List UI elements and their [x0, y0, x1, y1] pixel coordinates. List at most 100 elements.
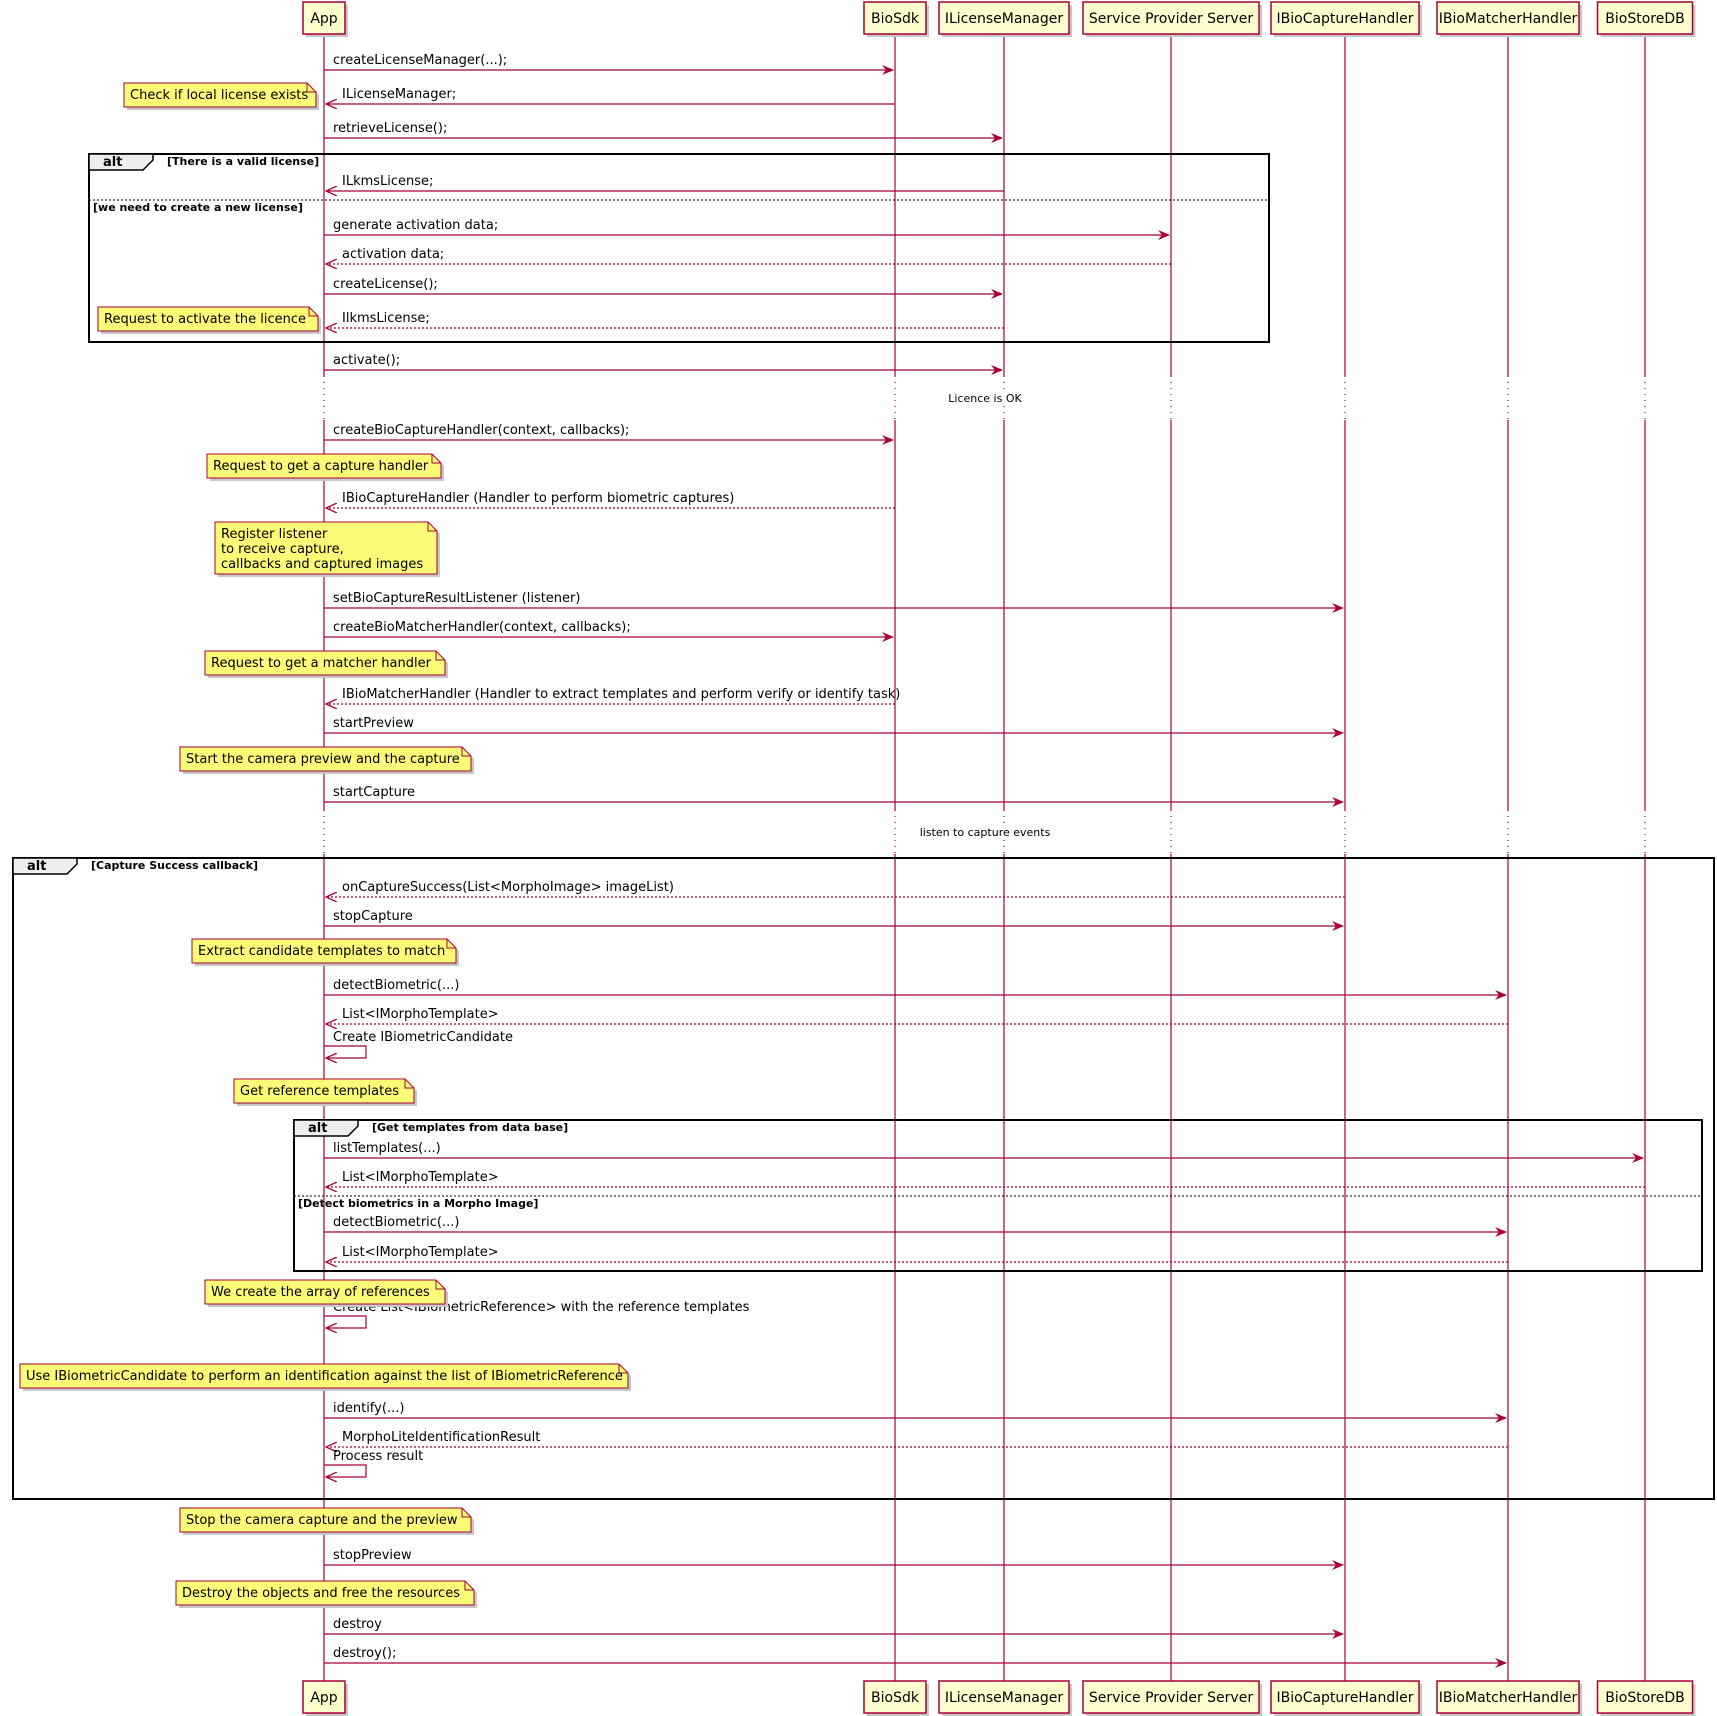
alt-frame-guard: [Capture Success callback] [91, 859, 258, 872]
message-label: Create IBiometricCandidate [333, 1030, 513, 1045]
participant-label: ILicenseManager [945, 11, 1064, 27]
message-label: IlkmsLicense; [342, 311, 430, 326]
message: detectBiometric(...) [324, 978, 1507, 1000]
alt-frame-keyword: alt [308, 1121, 327, 1136]
participant-box [1270, 1680, 1420, 1714]
message-arrow [324, 1464, 367, 1477]
alt-frame: alt[Get templates from data base][Detect… [293, 1119, 1703, 1272]
participant-cap-bottom: IBioCaptureHandler [1270, 1680, 1422, 1716]
message: List<IMorphoTemplate> [326, 1007, 1508, 1024]
message-label: stopCapture [333, 909, 413, 924]
message-label: identify(...) [333, 1401, 404, 1416]
note-text: Request to get a matcher handler [211, 656, 432, 671]
participant-label: ILicenseManager [945, 1690, 1064, 1706]
message: stopPreview [324, 1548, 1344, 1570]
message: activate(); [324, 353, 1003, 375]
note-body [233, 1078, 415, 1104]
message-label: List<IMorphoTemplate> [342, 1245, 499, 1260]
note-text: We create the array of references [211, 1285, 430, 1300]
message-label: ILkmsLicense; [342, 174, 433, 189]
message-label: detectBiometric(...) [333, 978, 459, 993]
participant-box [302, 1680, 346, 1714]
message-label: ILicenseManager; [342, 87, 456, 102]
message-label: createLicense(); [333, 277, 438, 292]
participant-label: App [310, 11, 337, 27]
note-fold [618, 1364, 628, 1374]
participant-lic-bottom: ILicenseManager [938, 1680, 1072, 1716]
participant-box [938, 1, 1070, 35]
alt-frame-guard: [Detect biometrics in a Morpho Image] [298, 1197, 538, 1210]
message: createBioCaptureHandler(context, callbac… [324, 423, 894, 445]
delay-marker: Licence is OK [0, 376, 1717, 420]
message: generate activation data; [324, 218, 1170, 240]
message-label: activation data; [342, 247, 444, 262]
participant-cap-top: IBioCaptureHandler [1270, 1, 1422, 37]
note-body [175, 1580, 475, 1606]
participant-label: IBioCaptureHandler [1277, 11, 1414, 27]
message-label: List<IMorphoTemplate> [342, 1170, 499, 1185]
alt-frame: alt [Capture Success callback] [12, 857, 1715, 1500]
message-label: stopPreview [333, 1548, 412, 1563]
participant-app-top: App [302, 1, 348, 37]
participant-box [1436, 1, 1580, 35]
alt-frame-tab [12, 857, 78, 875]
message-label: createBioCaptureHandler(context, callbac… [333, 423, 629, 438]
alt-frame-border [88, 153, 1270, 343]
note-text: to receive capture, [221, 542, 344, 557]
participant-biosdk-bottom: BioSdk [863, 1680, 929, 1716]
note-text: Use IBiometricCandidate to perform an id… [26, 1369, 623, 1384]
message: ILkmsLicense; [326, 174, 1004, 191]
message: createLicenseManager(...); [324, 53, 894, 75]
participant-box [1596, 1, 1694, 35]
note-body [206, 453, 442, 479]
note: Destroy the objects and free the resourc… [175, 1580, 477, 1608]
participant-label: BioStoreDB [1605, 1690, 1684, 1706]
participant-box [1596, 1680, 1694, 1714]
message-label: IBioCaptureHandler (Handler to perform b… [342, 491, 734, 506]
note-fold [435, 651, 445, 661]
note-fold [461, 747, 471, 757]
note: Check if local license exists [123, 82, 319, 110]
participant-label: Service Provider Server [1089, 1690, 1253, 1706]
message: List<IMorphoTemplate> [326, 1245, 1508, 1262]
note-text: Destroy the objects and free the resourc… [182, 1586, 460, 1601]
note-text: Start the camera preview and the capture [186, 752, 460, 767]
message-label: setBioCaptureResultListener (listener) [333, 591, 580, 606]
participant-label: Service Provider Server [1089, 11, 1253, 27]
message-label: startPreview [333, 716, 414, 731]
note-body [19, 1363, 629, 1389]
note: We create the array of references [204, 1279, 448, 1307]
participant-label: BioStoreDB [1605, 11, 1684, 27]
participant-box [1082, 1680, 1260, 1714]
alt-frame-tab [293, 1119, 359, 1137]
message-label: generate activation data; [333, 218, 498, 233]
message: IBioCaptureHandler (Handler to perform b… [326, 491, 895, 508]
participant-box [1270, 1, 1420, 35]
note-fold [431, 454, 441, 464]
note-text: callbacks and captured images [221, 557, 423, 572]
message: detectBiometric(...) [324, 1215, 1507, 1237]
message-arrow [324, 1045, 367, 1058]
participant-label: BioSdk [871, 11, 920, 27]
note-text: Extract candidate templates to match [198, 944, 445, 959]
message: onCaptureSuccess(List<MorphoImage> image… [326, 880, 1345, 897]
message: createLicense(); [324, 277, 1003, 299]
message: startCapture [324, 785, 1344, 807]
participant-sps-top: Service Provider Server [1082, 1, 1262, 37]
note-body [97, 306, 319, 332]
message-label: Process result [333, 1449, 423, 1464]
message: retrieveLicense(); [324, 121, 1003, 143]
note-fold [404, 1079, 414, 1089]
participant-app-bottom: App [302, 1680, 348, 1716]
note: Extract candidate templates to match [191, 938, 459, 966]
note: Use IBiometricCandidate to perform an id… [19, 1363, 631, 1391]
note-text: Register listener [221, 527, 328, 542]
message: Process result [324, 1449, 423, 1477]
alt-frame-keyword: alt [103, 155, 122, 170]
participant-db-bottom: BioStoreDB [1596, 1680, 1696, 1716]
message: createBioMatcherHandler(context, callbac… [324, 620, 894, 642]
message-arrow [324, 1315, 367, 1328]
message-label: createLicenseManager(...); [333, 53, 507, 68]
alt-frame: alt[There is a valid license][we need to… [88, 153, 1270, 343]
participant-label: IBioMatcherHandler [1439, 11, 1578, 27]
